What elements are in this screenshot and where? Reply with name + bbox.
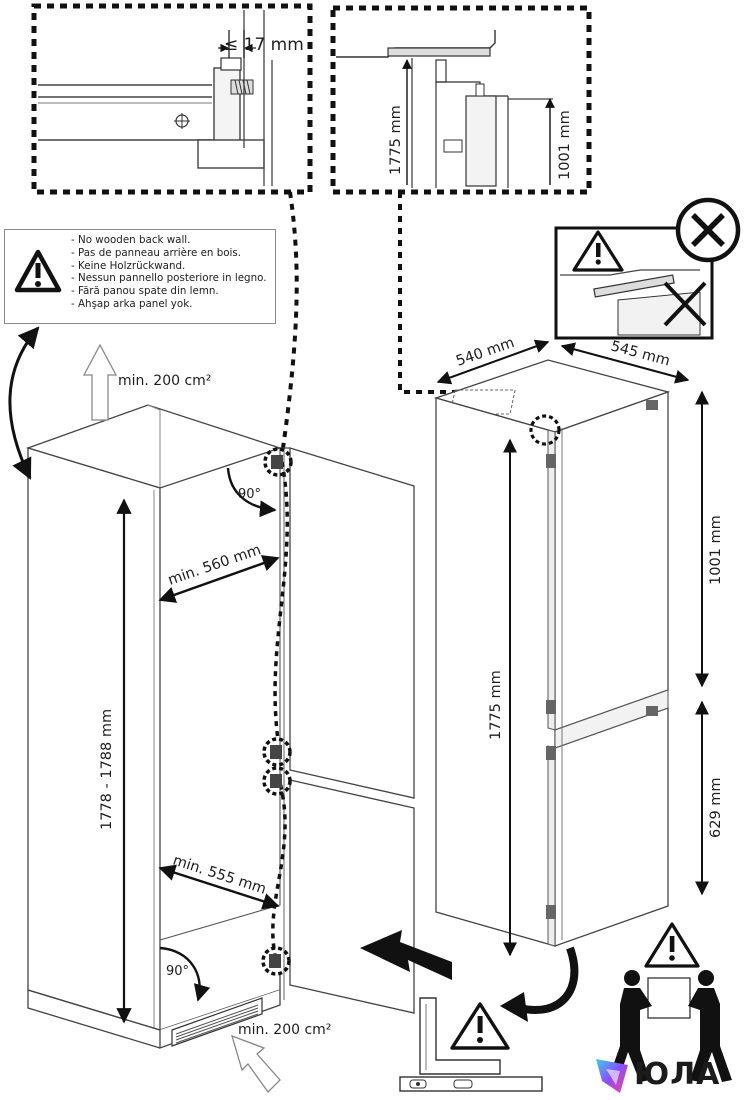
airflow-in-icon: [231, 1034, 281, 1094]
fridge-total-height-label: 1775 mm: [488, 670, 504, 740]
door-angle-bottom-label: 90°: [166, 964, 189, 979]
warning-line-it: Nessun pannello posteriore in legno.: [71, 272, 267, 285]
fridge-lower-height-label: 629 mm: [708, 777, 724, 838]
rotate-arrow-icon: [500, 992, 528, 1022]
brand-watermark: ЮЛА: [592, 1055, 742, 1097]
warning-triangle-icon: [644, 922, 700, 968]
fridge-unit: [433, 359, 671, 947]
notice-link-arrow: [8, 326, 40, 480]
detail-hinge-clearance: ≤ 17 mm: [31, 3, 313, 195]
warning-triangle-icon: [14, 249, 62, 293]
push-arrow-icon: [360, 930, 452, 980]
warning-line-fr: Pas de panneau arrière en bois.: [71, 247, 267, 260]
insertion-arrows: [360, 930, 579, 1022]
hinge-clearance-label: ≤ 17 mm: [224, 35, 304, 55]
warning-triangle-icon: [572, 230, 624, 272]
warning-notice-box: No wooden back wall. Pas de panneau arri…: [4, 229, 276, 324]
ventilation-top: min. 200 cm²: [82, 343, 211, 421]
niche-upper-height-label: 1001 mm: [557, 110, 573, 180]
connector-hinge-detail: [280, 191, 299, 456]
brand-logo-icon: [596, 1059, 628, 1093]
warning-triangle-icon: [450, 1002, 510, 1050]
warning-notice-lines: No wooden back wall. Pas de panneau arri…: [71, 234, 267, 311]
prohibited-cross-icon: [675, 197, 741, 263]
square-ruler-icon: [419, 997, 501, 1075]
airflow-up-icon: [82, 343, 118, 421]
door-angle-top-label: 90°: [238, 487, 261, 502]
warning-line-en: No wooden back wall.: [71, 234, 267, 247]
niche-height-label: 1778 - 1788 mm: [99, 709, 115, 830]
brand-name: ЮЛА: [634, 1057, 721, 1092]
fridge-width-label: 545 mm: [609, 338, 672, 369]
two-person-lift-icon: [608, 922, 732, 1082]
detail-niche-heights: 1775 mm 1001 mm: [330, 5, 592, 195]
ventilation-bottom: min. 200 cm²: [231, 1022, 331, 1094]
warning-line-ro: Fără panou spate din lemn.: [71, 285, 267, 298]
spirit-level-icon: [399, 1076, 543, 1092]
hinge-markers: [261, 447, 293, 976]
ventilation-grille: [171, 997, 263, 1047]
prohibited-detail: [554, 197, 741, 340]
warning-line-tr: Ahşap arka panel yok.: [71, 298, 267, 311]
warning-line-de: Keine Holzrückwand.: [71, 260, 267, 273]
fridge-upper-height-label: 1001 mm: [708, 515, 724, 585]
ventilation-bottom-label: min. 200 cm²: [238, 1022, 331, 1038]
niche-total-height-label: 1775 mm: [388, 105, 404, 175]
cabinet-niche: [25, 404, 415, 1049]
ventilation-top-label: min. 200 cm²: [118, 373, 211, 389]
